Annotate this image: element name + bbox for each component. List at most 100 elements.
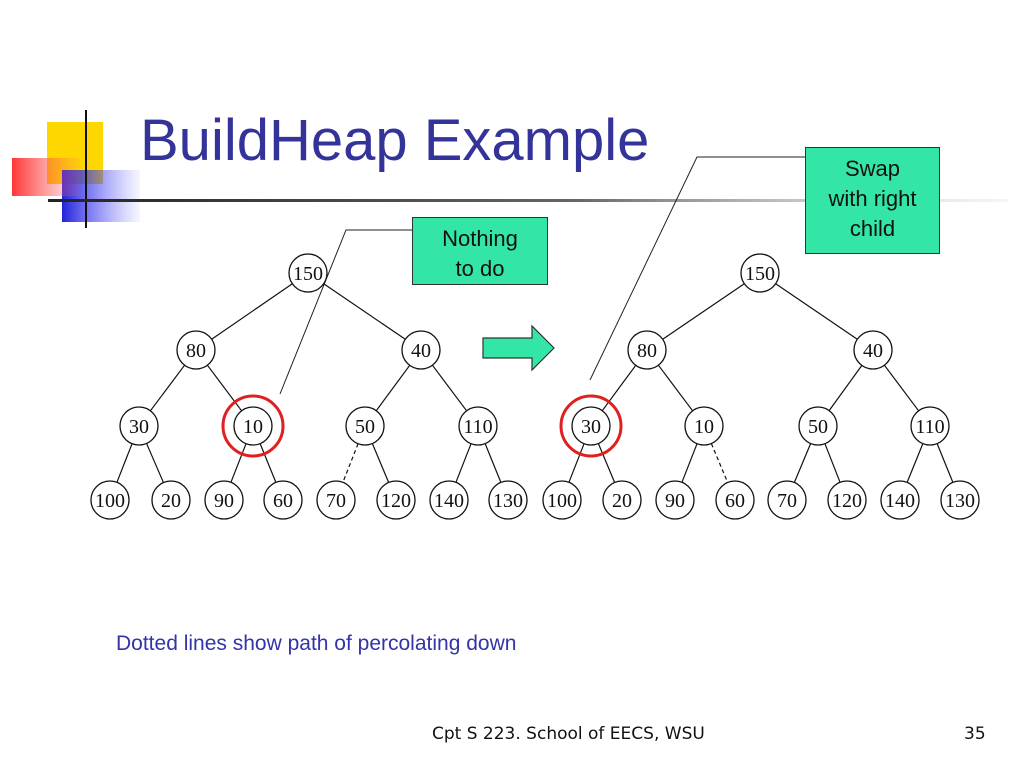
node-circle [458,406,498,446]
caption: Dotted lines show path of percolating do… [116,632,517,655]
tree-edge [662,283,745,340]
node-circle [684,406,724,446]
node-label: 50 [808,416,828,438]
tree-edge [149,364,186,412]
heap-tree-before: 150 80 40 30 10 50 110 100 20 90 60 70 120 140 130 [90,253,528,520]
node-label: 30 [581,416,601,438]
node-circle [940,480,980,520]
node-label: 70 [777,490,797,512]
tree-edge [793,443,812,483]
callout-line: with right [828,186,917,211]
node-label: 110 [915,416,944,438]
heap-node: 40 [401,330,441,370]
tree-edge-dashed [710,443,729,483]
callout-nothing-to-do: Nothing to do [412,217,548,285]
tree-edge [455,443,472,483]
heap-node: 60 [263,480,303,520]
highlight-ring [559,394,623,458]
node-label: 100 [547,490,577,512]
heap-node: 30 [119,406,159,446]
node-label: 10 [243,416,263,438]
heap-node: 70 [316,480,356,520]
node-label: 20 [161,490,181,512]
node-label: 90 [665,490,685,512]
node-circle [288,253,328,293]
heap-node: 110 [910,406,950,446]
tree-edge [681,443,698,483]
node-circle [263,480,303,520]
node-label: 150 [293,263,323,285]
tree-edge [230,443,247,483]
slide-title: BuildHeap Example [140,108,650,173]
heap-node: 110 [458,406,498,446]
pointer-line-right [589,156,805,381]
tree-edge [883,364,920,412]
heap-node: 90 [655,480,695,520]
heap-node: 80 [176,330,216,370]
heap-node: 130 [940,480,980,520]
node-label: 140 [434,490,464,512]
tree-edge [828,365,863,411]
node-circle [880,480,920,520]
node-label: 30 [129,416,149,438]
heap-node: 10 [233,406,273,446]
node-circle [655,480,695,520]
tree-edge [375,364,411,412]
heap-node: 90 [204,480,244,520]
node-label: 20 [612,490,632,512]
heap-node: 100 [90,480,130,520]
heap-tree-after: 150 80 40 30 10 50 110 100 20 90 60 70 120 140 130 [542,253,980,520]
node-circle [233,406,273,446]
node-label: 40 [863,340,883,362]
red-square [12,158,80,196]
tree-edge [568,443,585,483]
footer-text: Cpt S 223. School of EECS, WSU [432,724,705,744]
page-number: 35 [964,724,986,744]
node-circle [827,480,867,520]
node-label: 100 [95,490,125,512]
tree-edge [657,364,694,412]
node-circle [119,406,159,446]
node-label: 130 [493,490,523,512]
tree-edge [936,443,954,483]
heap-node: 80 [627,330,667,370]
node-label: 10 [694,416,714,438]
tree-edge [116,443,133,483]
heap-node: 60 [715,480,755,520]
tree-edge [824,443,841,483]
node-circle [853,330,893,370]
node-circle [715,480,755,520]
heap-node: 150 [740,253,780,293]
tree-edge [323,283,406,340]
heap-node: 130 [488,480,528,520]
heap-node: 120 [376,480,416,520]
node-circle [627,330,667,370]
callout-line: child [849,216,896,241]
node-label: 150 [745,263,775,285]
node-circle [767,480,807,520]
heap-node: 70 [767,480,807,520]
heap-node: 10 [684,406,724,446]
node-circle [910,406,950,446]
node-label: 50 [355,416,375,438]
node-label: 60 [273,490,293,512]
node-label: 110 [463,416,492,438]
tree-edge [145,443,165,483]
title-underline [48,199,1008,202]
node-label: 60 [725,490,745,512]
heap-node: 120 [827,480,867,520]
highlight-ring [221,394,285,458]
node-label: 140 [885,490,915,512]
heap-node: 100 [542,480,582,520]
node-circle [345,406,385,446]
heap-node: 140 [880,480,920,520]
node-label: 70 [326,490,346,512]
node-circle [798,406,838,446]
corner-decoration [12,110,140,228]
node-label: 40 [411,340,431,362]
tree-edge [431,364,468,412]
node-circle [316,480,356,520]
callout-line: Swap [844,156,901,181]
